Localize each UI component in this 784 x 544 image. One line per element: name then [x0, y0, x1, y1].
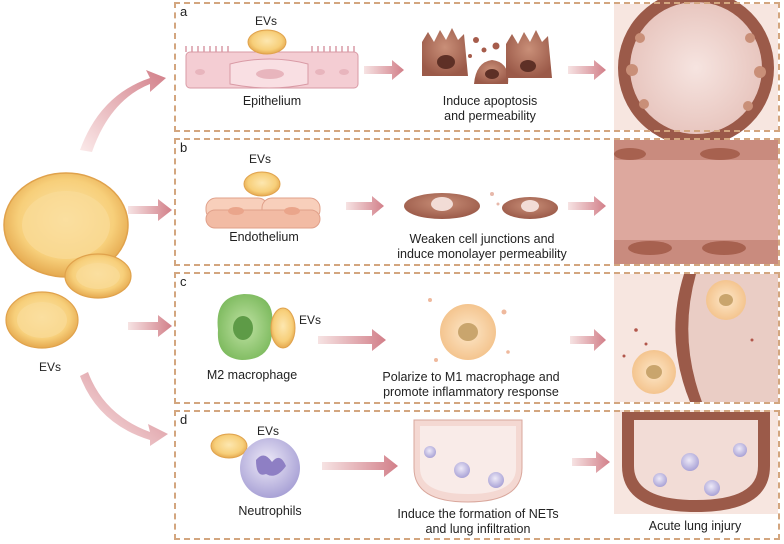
- ev-a: [247, 29, 287, 55]
- panel-a-effect-line2: and permeability: [444, 109, 536, 123]
- ev-b: [243, 171, 281, 197]
- panel-b-effect-line2: induce monolayer permeability: [397, 247, 567, 261]
- panel-a: a: [174, 2, 780, 132]
- panel-d-graphics: [210, 410, 778, 514]
- panel-a-graphics: [185, 0, 778, 146]
- panel-c-source-label: M2 macrophage: [206, 368, 298, 382]
- panel-d-effect-line1: Induce the formation of NETs: [397, 507, 559, 521]
- panel-b-graphics: [205, 140, 778, 264]
- panel-d-source-label: Neutrophils: [238, 504, 302, 518]
- panel-b: b: [174, 138, 780, 266]
- panel-b-ev-label: EVs: [248, 152, 271, 166]
- panel-b-effect-line1: Weaken cell junctions and: [409, 232, 555, 246]
- panel-b-letter: b: [180, 140, 188, 155]
- panel-a-source-label: Epithelium: [242, 94, 302, 108]
- panel-d-effect-line2: and lung infiltration: [425, 522, 531, 536]
- panel-a-letter: a: [180, 4, 188, 19]
- panel-c-letter: c: [180, 274, 187, 289]
- panel-c-graphics: [217, 274, 778, 402]
- ev-c: [270, 307, 296, 349]
- left-ev-label: EVs: [38, 360, 61, 374]
- panel-c-ev-label: EVs: [298, 313, 321, 327]
- panel-c-effect-line1: Polarize to M1 macrophage and: [382, 370, 560, 384]
- panel-a-ev-label: EVs: [254, 14, 277, 28]
- panel-d-result-label: Acute lung injury: [648, 519, 742, 533]
- panel-d: d: [174, 410, 780, 540]
- panel-b-source-label: Endothelium: [229, 230, 299, 244]
- panel-d-ev-label: EVs: [256, 424, 279, 438]
- panel-d-letter: d: [180, 412, 188, 427]
- left-arrows: [80, 70, 172, 446]
- panel-c-effect-line2: promote inflammatory response: [383, 385, 559, 399]
- panel-c: c: [174, 272, 780, 404]
- left-ev-cluster: [3, 172, 132, 349]
- ev-d: [210, 433, 248, 459]
- panel-a-effect-line1: Induce apoptosis: [442, 94, 538, 108]
